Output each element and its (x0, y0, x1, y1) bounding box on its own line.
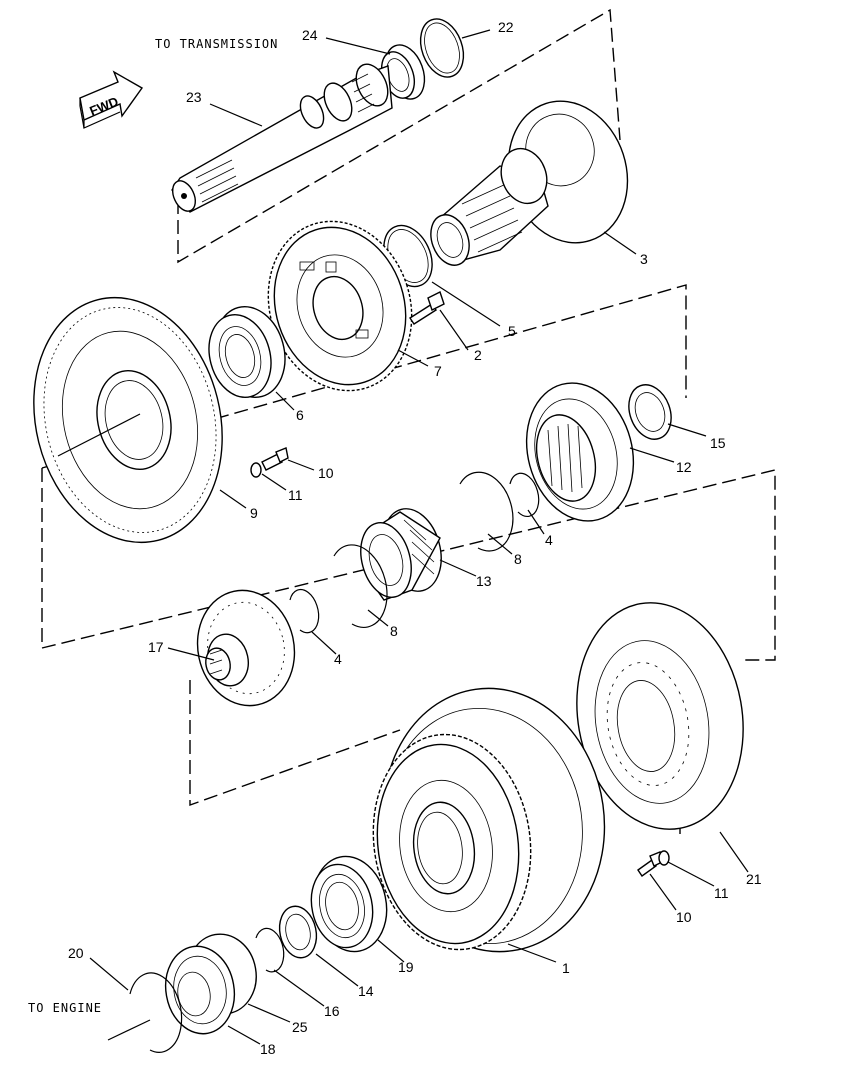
callout-12: 12 (676, 459, 692, 475)
callout-4-lower: 4 (334, 651, 342, 667)
part-21-cover-plate (576, 602, 744, 830)
callout-20: 20 (68, 945, 84, 961)
fwd-arrow-icon: FWD (79, 70, 144, 129)
callout-15: 15 (710, 435, 726, 451)
callout-14: 14 (358, 983, 374, 999)
part-18-cup (164, 945, 236, 1035)
part-2-bolt (409, 291, 445, 325)
callout-8-lower: 8 (390, 623, 398, 639)
callout-19: 19 (398, 959, 414, 975)
callout-25: 25 (292, 1019, 308, 1035)
callout-23: 23 (186, 89, 202, 105)
part-15-seal (628, 384, 672, 440)
part-7-gear (267, 220, 413, 392)
callout-13: 13 (476, 573, 492, 589)
part-12-stator (525, 382, 635, 522)
part-11-washer-lower (658, 850, 670, 866)
part-23-shaft (171, 63, 393, 213)
callout-16: 16 (324, 1003, 340, 1019)
part-9-impeller-housing (33, 296, 223, 544)
part-13-clutch (360, 508, 442, 601)
callout-18: 18 (260, 1041, 276, 1057)
callout-10-upper: 10 (318, 465, 334, 481)
part-11-washer-upper (250, 462, 262, 478)
callout-7: 7 (434, 363, 442, 379)
part-4-snap-ring-upper (509, 472, 540, 518)
part-1-converter-housing (372, 687, 606, 953)
callout-10-lower: 10 (676, 909, 692, 925)
callout-labels: 1 2 3 4 4 5 6 7 8 8 9 10 10 11 11 12 13 … (68, 19, 762, 1057)
leader-lines (89, 29, 749, 1045)
callout-11-lower: 11 (714, 885, 729, 901)
callout-22: 22 (498, 19, 514, 35)
part-10-bolt-upper (261, 447, 289, 471)
callout-21: 21 (746, 871, 762, 887)
callout-3: 3 (640, 251, 648, 267)
callout-5: 5 (508, 323, 516, 339)
callout-6: 6 (296, 407, 304, 423)
part-8-snap-ring-lower (333, 544, 388, 628)
callout-17: 17 (148, 639, 164, 655)
caption-to-engine: TO ENGINE (28, 1001, 102, 1015)
part-22-o-ring (419, 18, 465, 78)
callout-8-upper: 8 (514, 551, 522, 567)
callout-9: 9 (250, 505, 258, 521)
part-14-ring (278, 905, 318, 959)
part-20-ring (107, 972, 183, 1053)
part-10-bolt-lower (637, 851, 663, 877)
part-6-bearing (208, 306, 286, 399)
callout-11-upper: 11 (288, 487, 303, 503)
callout-4-upper: 4 (545, 532, 553, 548)
part-8-snap-ring-upper (459, 471, 514, 552)
part-17-hub (196, 589, 296, 707)
part-19-bearing (310, 855, 388, 953)
part-4-snap-ring-lower (289, 588, 320, 634)
callout-2: 2 (474, 347, 482, 363)
part-3-output-hub (430, 100, 629, 266)
callout-1: 1 (562, 960, 570, 976)
callout-24: 24 (302, 27, 318, 43)
caption-to-transmission: TO TRANSMISSION (155, 37, 278, 51)
